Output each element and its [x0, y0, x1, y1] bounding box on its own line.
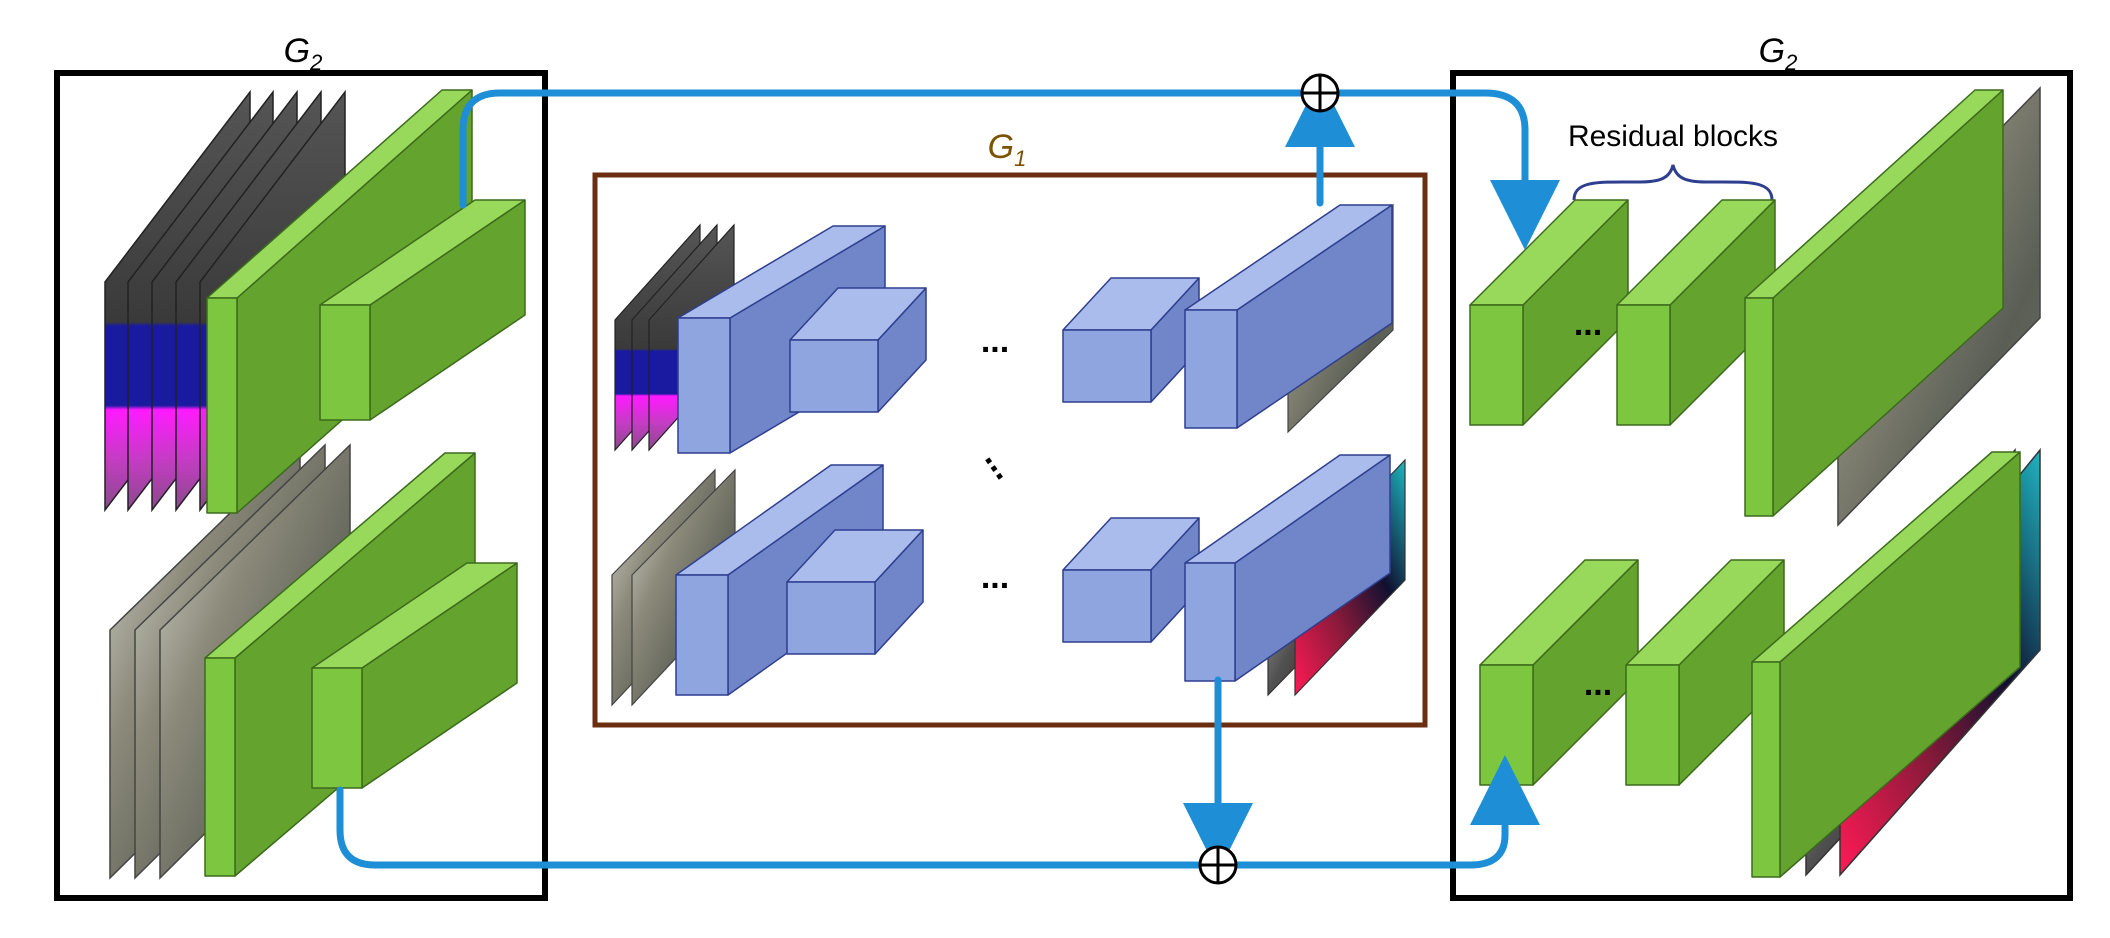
g1-bottom-decoder-large — [1184, 454, 1391, 682]
left-bottom-block-small-front-face — [311, 667, 363, 789]
right-g2-label: G2 — [1759, 32, 1798, 75]
left-bottom-block-small — [311, 562, 518, 789]
right-top-upsample-block — [1744, 89, 2004, 517]
g1-top-encoder-large-front-face — [677, 317, 731, 454]
ellipsis-center-bottom: ... — [981, 558, 1009, 596]
right-top-res-block-1 — [1469, 199, 1629, 426]
ellipsis-right-top: ... — [1574, 305, 1602, 343]
right-bottom-upsample-block — [1751, 451, 2021, 878]
right-bottom-upsample-block-front-face — [1751, 661, 1781, 878]
right-top-res-block-1-front-face — [1469, 304, 1524, 426]
right-g2-frame — [1450, 70, 2073, 901]
ellipsis-right-bottom: ... — [1584, 665, 1612, 703]
g1-top-decoder-small-front-face — [1062, 329, 1152, 403]
right-bottom-res-block-1-front-face — [1479, 664, 1534, 786]
right-top-res-block-2-front-face — [1616, 304, 1671, 426]
g1-top-decoder-small — [1062, 277, 1200, 403]
residual-brace — [1572, 164, 1774, 201]
g1-bottom-encoder-small-front-face — [786, 581, 876, 655]
left-top-block-large-front-face — [206, 297, 238, 514]
left-bottom-block-large-front-face — [204, 657, 236, 877]
left-g2-label: G2 — [284, 32, 323, 75]
g1-bottom-decoder-large-front-face — [1184, 562, 1236, 682]
g1-bottom-decoder-small — [1062, 517, 1200, 643]
bottom-sum-node — [1198, 845, 1238, 885]
center-g1-label: G1 — [988, 128, 1027, 171]
left-top-block-small-front-face — [319, 304, 371, 421]
right-bottom-res-block-2 — [1625, 559, 1785, 786]
right-bottom-res-block-2-front-face — [1625, 664, 1680, 786]
center-g1-frame — [592, 172, 1428, 728]
right-top-upsample-block-front-face — [1744, 297, 1774, 517]
g1-top-encoder-small — [789, 287, 927, 413]
left-top-block-small — [319, 199, 526, 421]
right-bottom-upsample-block-side-face — [1779, 451, 2021, 878]
g1-bottom-encoder-large-front-face — [675, 574, 729, 696]
residual-blocks-label: Residual blocks — [1568, 120, 1778, 153]
ellipsis-center-middle: ... — [977, 441, 1024, 486]
g1-bottom-encoder-small — [786, 529, 924, 655]
ellipsis-center-top: ... — [981, 322, 1009, 360]
top-skip-path — [459, 89, 1560, 250]
left-g2-frame — [54, 70, 548, 901]
g1-bottom-decoder-small-front-face — [1062, 569, 1152, 643]
top-sum-node — [1300, 73, 1340, 113]
g1-top-decoder-large-front-face — [1184, 309, 1238, 429]
g1-top-decoder-large — [1184, 204, 1393, 429]
network-blocks — [204, 89, 2021, 878]
bottom-skip-path — [336, 755, 1540, 869]
right-bottom-res-block-1 — [1479, 559, 1639, 786]
right-top-res-block-2 — [1616, 199, 1776, 426]
g1-top-encoder-small-front-face — [789, 339, 879, 413]
connections — [336, 77, 1560, 873]
